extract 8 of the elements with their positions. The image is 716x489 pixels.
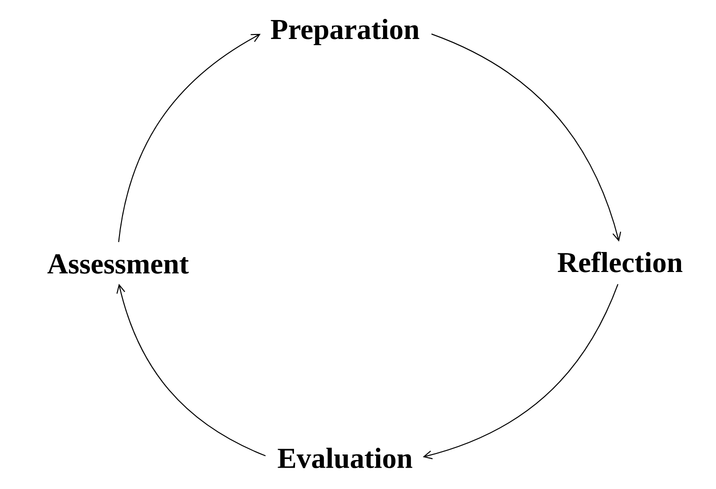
curved-arrow: [116, 284, 266, 456]
stage-label: Reflection: [558, 252, 682, 272]
stage-label: Assessment: [47, 254, 189, 274]
curved-arrow: [118, 34, 261, 243]
stage-label: Preparation: [270, 18, 420, 46]
curved-arrow: [422, 284, 618, 460]
curved-arrow: [430, 34, 622, 242]
stage-label: Evaluation: [278, 448, 412, 468]
